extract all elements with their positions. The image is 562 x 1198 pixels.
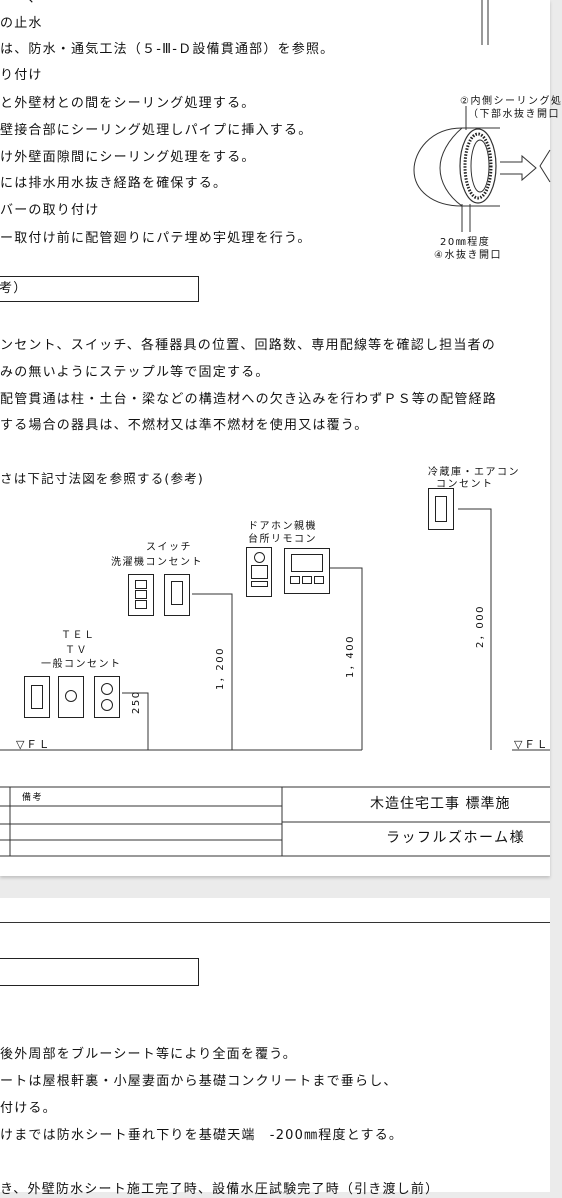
text-line: 後外周部をブルーシート等により全面を覆う。	[0, 1047, 297, 1062]
remote-screen-icon	[291, 554, 323, 572]
label-fridge-aircon: 冷蔵庫・エアコン	[428, 467, 520, 478]
text-line: には排水用水抜き経路を確保する。	[0, 176, 228, 191]
switch-icon	[135, 600, 147, 609]
label-tel: ＴＥＬ	[61, 630, 96, 641]
diagram-heading: さは下記寸法図を参照する(参考)	[0, 471, 204, 486]
dim-250: 250	[131, 690, 142, 714]
outlet-plate	[24, 676, 50, 718]
text-line: の止水	[0, 16, 43, 31]
fridge-outlet-plate	[428, 488, 454, 530]
tv-jack-plate	[58, 676, 84, 718]
text-line: り付け	[0, 68, 43, 83]
tel-jack-icon	[101, 683, 113, 695]
tel-jack-plate	[94, 676, 120, 718]
note-line: する場合の器具は、不燃材又は準不燃材を使用又は覆う。	[0, 418, 369, 433]
switch-plate	[128, 574, 154, 616]
section-title-box	[0, 958, 199, 986]
label-fridge-outlet: コンセント	[436, 479, 494, 490]
label-washer-outlet: 洗濯機コンセント	[111, 557, 203, 568]
note-line: みの無いようにステップル等で固定する。	[0, 365, 270, 380]
remote-button-icon	[302, 576, 312, 584]
section-title: 考）	[0, 281, 28, 296]
dim-1200: 1，200	[215, 647, 226, 690]
text-line: き、外壁防水シート施工完了時、設備水圧試験完了時（引き渡し前）	[0, 1182, 440, 1197]
drawing-graphics	[0, 0, 551, 857]
switch-icon	[135, 590, 147, 599]
title-block-lines	[0, 786, 550, 857]
label-tv: ＴＶ	[65, 645, 88, 656]
intercom-screen-icon	[251, 565, 268, 579]
text-line: と外壁材との間をシーリング処理する。	[0, 96, 256, 111]
outlet-icon	[435, 496, 447, 522]
text-line: け外壁面隙間にシーリング処理をする。	[0, 150, 256, 165]
remote-button-icon	[314, 576, 324, 584]
client-name: ラッフルズホーム様	[386, 830, 526, 846]
text-line: バーの取り付け	[0, 203, 100, 218]
text-line: けまでは防水シート垂れ下りを基礎天端 -200㎜程度とする。	[0, 1128, 404, 1143]
pipe-sleeve-drawing	[413, 106, 551, 232]
intercom-speaker-icon	[254, 552, 265, 563]
drawing-title: 木造住宅工事 標準施	[370, 796, 511, 812]
washer-outlet-plate	[164, 574, 190, 616]
switch-icon	[135, 580, 147, 589]
intercom-unit	[246, 547, 272, 597]
text-line: は、防水・通気工法（５-Ⅲ-Ｄ設備貫通部）を参照。	[0, 42, 335, 57]
label-kitchen-remote: 台所リモコン	[248, 534, 317, 545]
text-line: ー取付け前に配管廻りにパテ埋め宇処理を行う。	[0, 231, 312, 246]
remote-button-icon	[290, 576, 300, 584]
outlet-icon	[171, 581, 183, 605]
note-line: ンセント、スイッチ、各種器具の位置、回路数、専用配線等を確認し担当者の	[0, 338, 496, 353]
drawing-sheet-2: 後外周部をブルーシート等により全面を覆う。 ートは屋根軒裏・小屋妻面から基礎コン…	[0, 898, 550, 1197]
pipe-label-top-1: ②内側シーリング処	[460, 96, 562, 107]
outlet-icon	[31, 685, 43, 709]
section-title-box: 考）	[0, 276, 199, 302]
text-line: 付ける。	[0, 1101, 57, 1116]
tel-jack-icon	[101, 699, 113, 711]
dim-1400: 1，400	[345, 635, 356, 678]
label-general-outlet: 一般コンセント	[41, 659, 122, 670]
remarks-label: 備考	[22, 793, 44, 803]
pipe-label-top-2: （下部水抜き開口	[468, 109, 560, 120]
label-switch: スイッチ	[146, 542, 192, 553]
floor-level-right: ▽ＦＬ	[514, 738, 549, 751]
dimension-lines	[0, 508, 550, 751]
drawing-sheet-1: ーー、 の止水 は、防水・通気工法（５-Ⅲ-Ｄ設備貫通部）を参照。 り付け と外…	[0, 0, 561, 876]
dim-2000: 2，000	[475, 605, 486, 648]
floor-level-left: ▽ＦＬ	[16, 738, 51, 751]
text-line-cut-top: ーー、	[0, 0, 42, 7]
text-line: ートは屋根軒裏・小屋妻面から基礎コンクリートまで垂らし、	[0, 1074, 398, 1089]
tv-jack-icon	[65, 690, 77, 702]
text-line: 壁接合部にシーリング処理しパイプに挿入する。	[0, 123, 313, 138]
sheet-border-line	[0, 922, 550, 923]
label-intercom: ドアホン親機	[248, 521, 317, 532]
pipe-label-bottom-2: ④水抜き開口	[434, 250, 502, 261]
intercom-button-icon	[251, 581, 268, 587]
note-line: 配管貫通は柱・土台・梁などの構造材への欠き込みを行わずＰＳ等の配管経路	[0, 392, 498, 407]
pipe-label-bottom-1: 20㎜程度	[440, 237, 491, 248]
kitchen-remote-unit	[284, 548, 330, 594]
